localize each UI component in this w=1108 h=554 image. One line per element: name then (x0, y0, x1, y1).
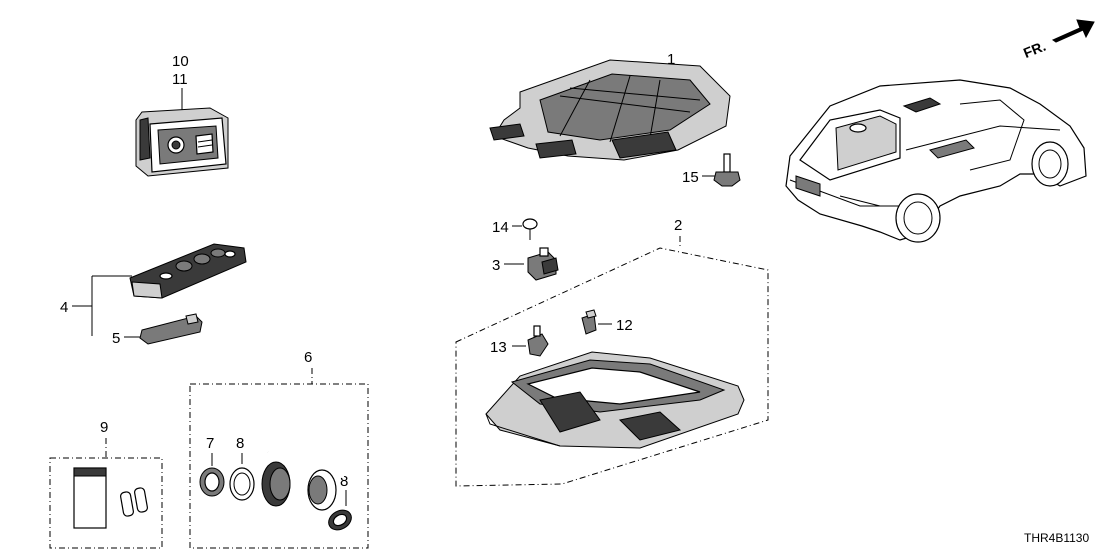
callout-5: 5 (112, 330, 120, 347)
callout-8-left: 8 (236, 435, 244, 452)
battery-cells-part (120, 487, 148, 517)
callout-11: 11 (172, 71, 188, 88)
switch-module-group: 10 11 (135, 53, 229, 177)
callout-6: 6 (304, 349, 312, 366)
battery-lid-part (139, 313, 203, 345)
ear-pad-right-part (328, 509, 352, 531)
battery-pack-part (73, 467, 107, 529)
callout-4: 4 (60, 299, 68, 316)
bolt-group: 15 (682, 153, 741, 187)
callout-12: 12 (616, 317, 633, 334)
screw-group: 14 (492, 218, 538, 240)
diagram-code: THR4B1130 (1024, 531, 1089, 545)
callout-1: 1 (667, 51, 675, 68)
callout-8-right: 8 (340, 473, 348, 490)
callout-2: 2 (674, 217, 682, 234)
sensor-group: 3 (492, 247, 559, 281)
battery-kit-group: 9 (49, 419, 163, 549)
front-direction-label: FR. (1021, 38, 1048, 61)
console-housing-group: 2 12 13 (455, 217, 769, 487)
console-housing-part (485, 351, 745, 449)
frame-bracket-part (489, 59, 731, 161)
callout-9: 9 (100, 419, 108, 436)
callout-15: 15 (682, 169, 699, 186)
vehicle-illustration (785, 79, 1087, 243)
headphones-part (261, 405, 348, 511)
callout-10: 10 (172, 53, 189, 70)
switch-module-part (135, 107, 229, 177)
screw-part (522, 218, 538, 240)
clip-part (581, 309, 597, 335)
callout-13: 13 (490, 339, 507, 356)
front-direction-indicator: FR. (1021, 19, 1095, 61)
remote-control-part (129, 243, 247, 299)
clip-13-part (527, 325, 549, 357)
callout-3: 3 (492, 257, 500, 274)
remote-control-group: 4 5 (60, 243, 247, 347)
headphones-group: 6 7 8 8 (189, 349, 369, 549)
bolt-part (713, 153, 741, 187)
callout-7: 7 (206, 435, 214, 452)
front-arrow-icon (1051, 19, 1095, 43)
callout-14: 14 (492, 219, 509, 236)
sensor-part (527, 247, 559, 281)
ear-pad-part (229, 467, 255, 501)
frame-bracket-group: 1 (489, 51, 731, 161)
ear-ring-part (199, 467, 225, 497)
